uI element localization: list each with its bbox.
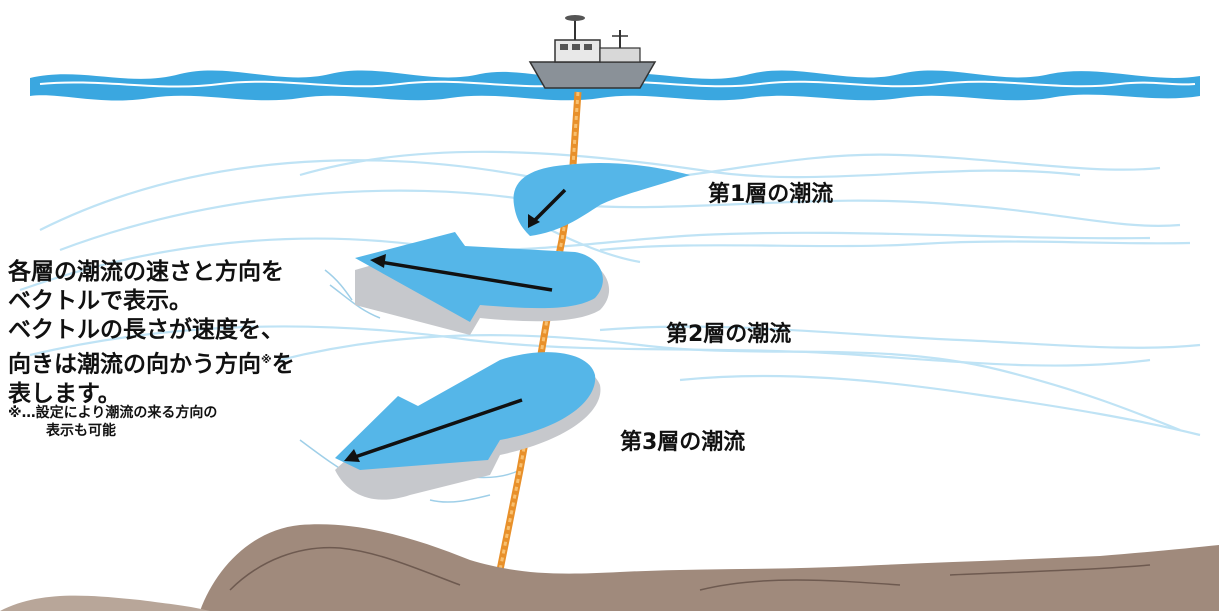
description-line-4-end: を bbox=[271, 351, 295, 378]
vector-layer-2 bbox=[379, 260, 553, 292]
description-line-1: 各層の潮流の速さと方向を bbox=[8, 259, 284, 285]
footnote-line-1: ※…設定により潮流の来る方向の bbox=[8, 405, 218, 421]
description-text: 各層の潮流の速さと方向を ベクトルで表示。 ベクトルの長さが速度を、 向きは潮流… bbox=[8, 258, 295, 409]
description-line-2: ベクトルで表示。 bbox=[8, 288, 192, 314]
footnote-mark: ※ bbox=[261, 353, 272, 366]
fishing-boat-icon bbox=[528, 15, 657, 89]
description-line-4-main: 向きは潮流の向かう方向 bbox=[8, 351, 261, 378]
seabed bbox=[0, 524, 1219, 611]
layer-2-label: 第2層の潮流 bbox=[666, 322, 792, 347]
description-line-3: ベクトルの長さが速度を、 bbox=[8, 317, 284, 343]
footnote: ※…設定により潮流の来る方向の 表示も可能 bbox=[8, 404, 217, 440]
current-arrow-layer-2 bbox=[355, 232, 610, 335]
vector-layer-1 bbox=[528, 188, 567, 227]
flow-lines bbox=[19, 150, 1201, 437]
current-arrow-layer-3 bbox=[335, 352, 601, 500]
vector-layer-3 bbox=[351, 398, 523, 460]
layer-1-label: 第1層の潮流 bbox=[708, 182, 834, 207]
description-line-4: 向きは潮流の向かう方向※を bbox=[8, 345, 295, 380]
footnote-line-2: 表示も可能 bbox=[46, 423, 116, 439]
layer-3-label: 第3層の潮流 bbox=[620, 430, 746, 455]
current-arrow-layer-1 bbox=[513, 163, 690, 236]
description-line-5: 表します。 bbox=[8, 380, 121, 407]
